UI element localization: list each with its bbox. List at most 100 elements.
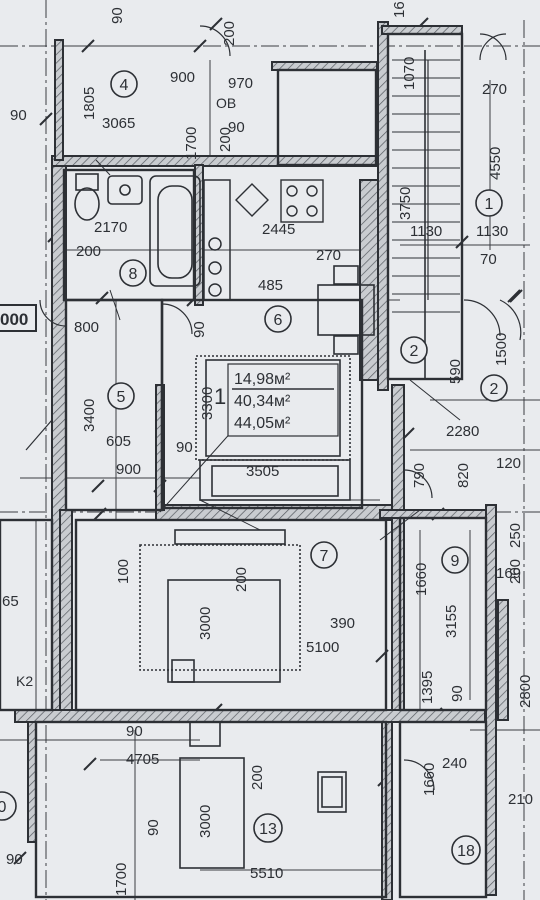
stove: [235, 179, 324, 223]
dim-90-c: 90: [191, 321, 208, 338]
bed-room7: [139, 529, 301, 683]
label-left-cut: 000: [0, 310, 28, 329]
room-marker-6: [264, 305, 292, 333]
room-number-1: 1: [485, 196, 494, 213]
room-marker-9: [441, 546, 469, 574]
area-total-1: 40,34м²: [234, 393, 291, 410]
dim-3000-a: 3000: [197, 607, 214, 640]
dim-2170: 2170: [94, 219, 127, 236]
dim-200-b: 200: [76, 243, 101, 260]
dim-900-b: 900: [116, 461, 141, 478]
dim-90-d: 90: [176, 439, 193, 456]
dim-240: 240: [442, 755, 467, 772]
room-number-13: 13: [259, 821, 277, 838]
dim-3155: 3155: [443, 605, 460, 638]
dim-90-left: 90: [10, 107, 27, 124]
room-marker-5: [107, 382, 135, 410]
room-number-4: 4: [120, 77, 129, 94]
label-k2: K2: [16, 673, 33, 689]
dim-70: 70: [480, 251, 497, 268]
dim-3000-b: 3000: [197, 805, 214, 838]
room-number-8: 8: [129, 266, 138, 283]
dim-800: 800: [74, 319, 99, 336]
dim-200-a: 200: [217, 127, 234, 152]
dim-1500: 1500: [493, 333, 510, 366]
dimension-numbers-vertical: 90 200 16 1805 1070 1700 200 4550 3750 9…: [81, 1, 534, 896]
dim-210: 210: [508, 791, 533, 808]
dim-1660-b: 1660: [421, 763, 438, 796]
dim-1130-b: 1130: [476, 223, 508, 240]
bed-room13: [179, 721, 347, 869]
dim-5510: 5510: [250, 865, 283, 882]
dim-790: 790: [411, 463, 428, 488]
room-outlines: [0, 32, 488, 899]
dim-820: 820: [455, 463, 472, 488]
plan-labels: ОВ K2 000 1 14,98м² 40,34м² 44,05м²: [0, 95, 339, 689]
room-number-2a: 2: [410, 343, 419, 360]
dim-90-h: 90: [6, 851, 23, 868]
room-number-18: 18: [457, 843, 475, 860]
washer-column: [203, 179, 231, 301]
room-number-5: 5: [117, 389, 126, 406]
room-numbers: 4 1 8 6 5 2 2 7 9 13 18 0: [0, 77, 499, 860]
dim-65: 65: [2, 593, 19, 610]
dim-200-c: 200: [507, 559, 524, 584]
dim-120: 120: [496, 455, 521, 472]
dim-2445: 2445: [262, 221, 295, 238]
room-number-markers: [0, 70, 508, 865]
dim-4550: 4550: [487, 147, 504, 180]
dim-1070: 1070: [401, 57, 418, 90]
dim-3750: 3750: [397, 187, 414, 220]
room-marker-18: [451, 835, 481, 865]
dim-3505: 3505: [246, 463, 279, 480]
walls: [14, 21, 509, 900]
dim-90-b: 90: [228, 119, 245, 136]
dim-16-top: 16: [391, 1, 408, 18]
room-marker-4: [110, 70, 138, 98]
sofa-rug-living: [195, 355, 351, 501]
area-box: [227, 363, 339, 437]
room-marker-2b: [480, 374, 508, 402]
dim-1700-b: 1700: [113, 863, 130, 896]
dining-table: [317, 265, 375, 355]
room-number-7: 7: [320, 548, 329, 565]
dim-200-e: 200: [249, 765, 266, 790]
dim-200-d: 200: [233, 567, 250, 592]
dim-200-top: 200: [221, 21, 238, 46]
dim-90-g: 90: [145, 819, 162, 836]
dim-590: 590: [447, 359, 464, 384]
label-ov: ОВ: [216, 95, 236, 111]
dim-900-a: 900: [170, 69, 195, 86]
room-marker-13: [253, 813, 283, 843]
dim-3065: 3065: [102, 115, 135, 132]
dim-1700-a: 1700: [183, 127, 200, 160]
room-number-0: 0: [0, 799, 7, 816]
area-living: 14,98м²: [234, 371, 291, 388]
dim-2800: 2800: [517, 675, 534, 708]
dim-1395: 1395: [419, 671, 436, 704]
room-marker-2a: [400, 336, 428, 364]
dim-970: 970: [228, 75, 253, 92]
room-marker-1: [475, 189, 503, 217]
area-total-2: 44,05м²: [234, 415, 291, 432]
left-cut-box: [0, 304, 37, 332]
dim-90-e: 90: [449, 685, 466, 702]
dimension-numbers-horizontal: 900 970 3065 90 90 270 2170 2445 1130 11…: [2, 69, 533, 882]
bathtub: [149, 175, 201, 287]
dim-90-top: 90: [109, 7, 126, 24]
dim-169: 169: [496, 565, 521, 582]
dim-1660-a: 1660: [413, 563, 430, 596]
dim-1805: 1805: [81, 87, 98, 120]
stair-treads: [392, 50, 460, 380]
apt-number: 1: [214, 384, 226, 409]
room-marker-0: [0, 791, 17, 821]
dim-270-b: 270: [316, 247, 341, 264]
room-marker-7: [310, 541, 338, 569]
dim-485: 485: [258, 277, 283, 294]
toilet: [74, 173, 100, 221]
dim-250: 250: [507, 523, 524, 548]
room-number-2b: 2: [490, 381, 499, 398]
dim-270-top: 270: [482, 81, 507, 98]
sink: [107, 175, 143, 205]
